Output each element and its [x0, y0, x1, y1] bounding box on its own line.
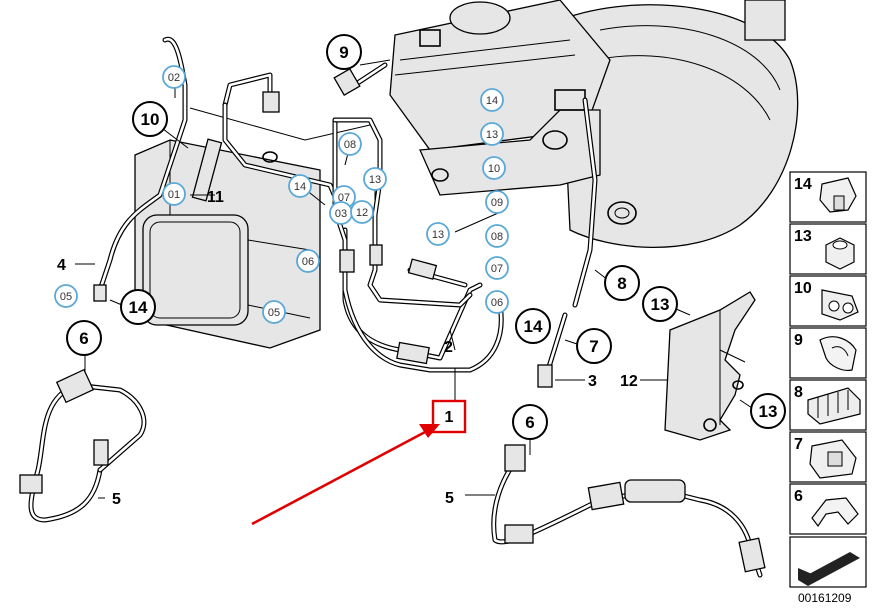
svg-text:10: 10 — [141, 110, 160, 129]
side-item-7[interactable]: 7 — [789, 431, 867, 483]
svg-text:14: 14 — [294, 181, 306, 193]
side-panel: 14 13 10 9 8 — [789, 171, 867, 605]
svg-text:10: 10 — [794, 280, 812, 297]
svg-text:13: 13 — [651, 295, 670, 314]
svg-text:12: 12 — [356, 207, 368, 219]
svg-text:13: 13 — [369, 174, 381, 186]
svg-text:01: 01 — [168, 189, 180, 201]
callout-small-06[interactable]: 06 — [485, 290, 509, 314]
plain-labels: 11 4 2 3 12 5 5 10 — [57, 112, 638, 508]
callout-6[interactable]: 6 — [66, 320, 102, 356]
svg-text:06: 06 — [491, 297, 503, 309]
svg-text:1: 1 — [445, 409, 454, 426]
label-2: 2 — [444, 339, 453, 356]
svg-text:14: 14 — [794, 176, 812, 193]
label-5: 5 — [112, 491, 121, 508]
svg-text:14: 14 — [129, 298, 148, 317]
callout-small-13[interactable]: 13 — [363, 167, 387, 191]
brake-hoses — [19, 368, 766, 578]
callout-small-12[interactable]: 12 — [350, 200, 374, 224]
svg-text:08: 08 — [491, 231, 503, 243]
callout-small-09[interactable]: 09 — [485, 190, 509, 214]
svg-text:7: 7 — [589, 337, 598, 356]
brake-booster — [559, 0, 799, 249]
callout-small-13[interactable]: 13 — [426, 222, 450, 246]
side-item-8[interactable]: 8 — [789, 379, 867, 431]
diagram-id: 00161209 — [798, 591, 852, 605]
svg-text:6: 6 — [794, 488, 803, 505]
svg-text:8: 8 — [794, 384, 803, 401]
svg-text:6: 6 — [79, 329, 88, 348]
callout-13[interactable]: 13 — [750, 393, 786, 429]
side-item-6[interactable]: 6 — [789, 483, 867, 535]
callout-small-08[interactable]: 08 — [338, 132, 362, 156]
svg-text:07: 07 — [491, 263, 503, 275]
svg-text:05: 05 — [268, 307, 280, 319]
fittings — [93, 67, 553, 388]
callouts-big: 10 9 13 13 8 7 14 14 6 6 — [66, 34, 786, 440]
svg-text:14: 14 — [524, 317, 543, 336]
svg-text:7: 7 — [794, 436, 803, 453]
label-11: 11 — [207, 189, 224, 206]
label-10-top: 10 — [139, 112, 157, 129]
svg-text:06: 06 — [302, 256, 314, 268]
callout-small-07[interactable]: 07 — [485, 256, 509, 280]
callout-14[interactable]: 14 — [120, 289, 156, 325]
svg-text:03: 03 — [335, 208, 347, 220]
callout-small-08[interactable]: 08 — [485, 224, 509, 248]
callout-8[interactable]: 8 — [604, 265, 640, 301]
callout-small-05[interactable]: 05 — [54, 284, 78, 308]
view-arrow-box[interactable] — [789, 536, 867, 588]
svg-text:05: 05 — [60, 291, 72, 303]
callout-6[interactable]: 6 — [512, 404, 548, 440]
side-item-13[interactable]: 13 — [789, 223, 867, 275]
callout-13[interactable]: 13 — [642, 286, 678, 322]
svg-text:08: 08 — [344, 139, 356, 151]
label-3: 3 — [588, 373, 597, 390]
svg-text:9: 9 — [794, 332, 803, 349]
side-item-10[interactable]: 10 — [789, 275, 867, 327]
svg-text:07: 07 — [338, 192, 350, 204]
master-cylinder — [389, 0, 611, 196]
callouts-small: 02 08 14 13 10 01 07 03 12 13 09 14 06 0… — [54, 65, 509, 324]
svg-text:09: 09 — [491, 197, 503, 209]
svg-text:10: 10 — [488, 163, 500, 175]
svg-text:6: 6 — [525, 413, 534, 432]
svg-text:9: 9 — [339, 43, 348, 62]
svg-text:14: 14 — [486, 95, 498, 107]
callout-small-06[interactable]: 06 — [296, 249, 320, 273]
arrow-icon — [798, 552, 860, 586]
red-arrow — [251, 424, 440, 526]
svg-text:13: 13 — [486, 129, 498, 141]
callout-14[interactable]: 14 — [515, 308, 551, 344]
svg-text:13: 13 — [794, 228, 812, 245]
callout-small-01[interactable]: 01 — [162, 182, 186, 206]
callout-10[interactable]: 10 — [132, 101, 168, 137]
svg-text:02: 02 — [168, 72, 180, 84]
svg-text:13: 13 — [432, 229, 444, 241]
side-item-14[interactable]: 14 — [789, 171, 867, 223]
highlight-label-1[interactable]: 1 — [431, 399, 467, 434]
bracket — [664, 291, 756, 441]
callout-small-14[interactable]: 14 — [288, 174, 312, 198]
callout-small-13b[interactable]: 13 — [480, 122, 504, 146]
callout-9[interactable]: 9 — [326, 34, 362, 70]
side-item-9[interactable]: 9 — [789, 327, 867, 379]
callout-small-10[interactable]: 10 — [482, 156, 506, 180]
label-4: 4 — [57, 257, 66, 274]
svg-text:8: 8 — [617, 274, 626, 293]
callout-small-14[interactable]: 14 — [480, 88, 504, 112]
callout-small-02[interactable]: 02 — [162, 65, 186, 89]
callout-small-05[interactable]: 05 — [262, 300, 286, 324]
callout-7[interactable]: 7 — [576, 328, 612, 364]
label-12: 12 — [620, 373, 638, 390]
label-5: 5 — [445, 490, 454, 507]
svg-text:13: 13 — [759, 402, 778, 421]
callout-small-03[interactable]: 03 — [329, 201, 353, 225]
